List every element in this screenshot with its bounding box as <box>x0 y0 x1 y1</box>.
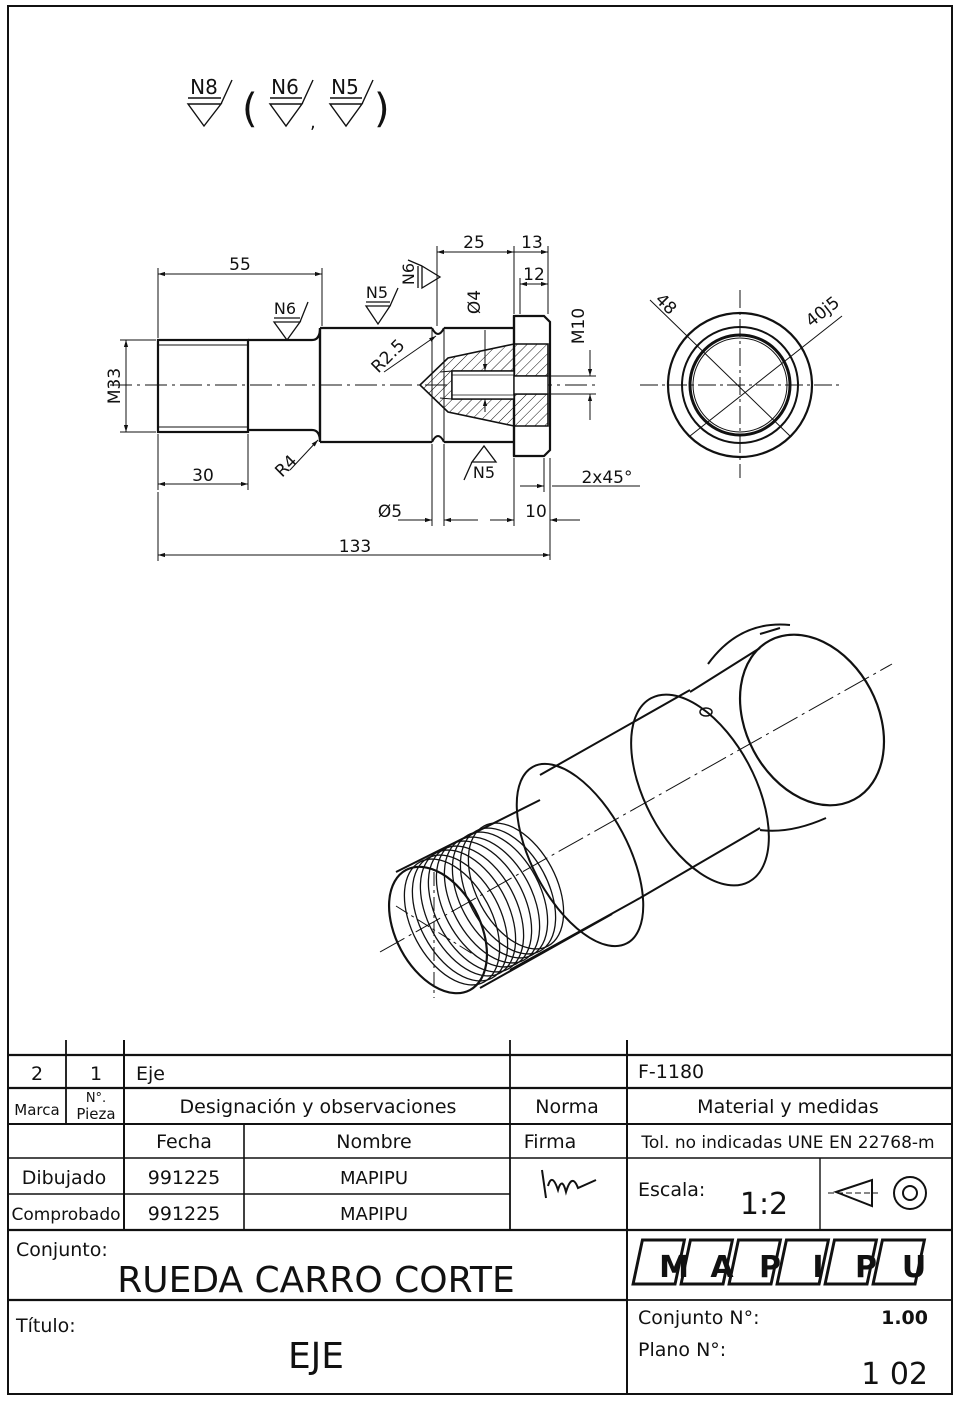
designacion-header: Designación y observaciones <box>180 1096 457 1118</box>
sheet-border <box>7 5 953 1395</box>
dim-r4: R4 <box>271 451 301 481</box>
signature <box>541 1169 597 1199</box>
logo-letter-4: I <box>812 1250 823 1285</box>
titulo-label: Título: <box>15 1315 76 1337</box>
finish-n6-label: N6 <box>271 75 299 99</box>
dibujado-label: Dibujado <box>22 1167 107 1189</box>
marca-header: Marca <box>14 1101 59 1119</box>
dim-m33: M33 <box>105 368 125 404</box>
conjunto-label: Conjunto: <box>16 1239 108 1261</box>
front-view-labels: 55 25 13 12 M33 M10 Ø4 R2.5 R4 30 Ø5 10 … <box>105 233 633 557</box>
dim-phi5: Ø5 <box>378 502 402 522</box>
dim-chamfer: 2x45° <box>581 468 632 488</box>
firma-header: Firma <box>524 1131 576 1153</box>
dim-133: 133 <box>339 537 371 557</box>
finish-close-paren: ) <box>374 86 390 132</box>
side-view <box>640 290 843 478</box>
dim-phi4: Ø4 <box>465 290 485 314</box>
logo-letter-3: P <box>759 1250 781 1285</box>
comprobado-nombre: MAPIPU <box>340 1204 408 1225</box>
title-block <box>8 1040 952 1394</box>
material-header: Material y medidas <box>697 1096 879 1118</box>
dim-30: 30 <box>192 466 214 486</box>
dim-12: 12 <box>523 265 545 285</box>
escala-label: Escala: <box>638 1179 705 1201</box>
logo-letter-1: M <box>659 1250 689 1285</box>
pieza-header-a: N°. <box>86 1091 106 1106</box>
finish-n6-front: N6 <box>274 299 296 318</box>
designacion-value: Eje <box>136 1063 165 1085</box>
dim-40j5: 40j5 <box>802 293 844 332</box>
dim-10: 10 <box>525 502 547 522</box>
finish-n6-top: N6 <box>399 263 418 285</box>
dim-48: 48 <box>651 290 680 319</box>
dibujado-fecha: 991225 <box>148 1167 221 1189</box>
titulo-value: EJE <box>288 1336 344 1377</box>
dim-55: 55 <box>229 255 251 275</box>
escala-value: 1:2 <box>740 1187 788 1222</box>
conjunto-num-label: Conjunto N°: <box>638 1307 760 1329</box>
front-view-dimensions <box>120 246 640 561</box>
dim-13: 13 <box>521 233 543 253</box>
dibujado-nombre: MAPIPU <box>340 1168 408 1189</box>
conjunto-value: RUEDA CARRO CORTE <box>117 1260 514 1301</box>
plano-label: Plano N°: <box>638 1339 726 1361</box>
fecha-header: Fecha <box>156 1131 212 1153</box>
pieza-header-b: Pieza <box>76 1105 115 1123</box>
logo-letter-5: P <box>855 1250 877 1285</box>
comprobado-fecha: 991225 <box>148 1203 221 1225</box>
pieza-value: 1 <box>90 1063 102 1085</box>
surface-finish-general: N8 ( N6 , N5 ) <box>186 75 390 133</box>
logo-letter-6: U <box>902 1250 926 1285</box>
finish-n5-front: N5 <box>366 283 388 302</box>
logo-letter-2: A <box>710 1250 734 1285</box>
conjunto-num-value: 1.00 <box>881 1307 928 1329</box>
dim-25: 25 <box>463 233 485 253</box>
plano-value: 1 02 <box>861 1357 928 1392</box>
nombre-header: Nombre <box>336 1131 412 1153</box>
finish-n8-label: N8 <box>190 75 218 99</box>
mapipu-logo: M A P I P U <box>631 1238 927 1286</box>
dim-m10: M10 <box>569 308 589 344</box>
isometric-view <box>379 623 893 998</box>
finish-open-paren: ( <box>242 86 258 132</box>
comprobado-label: Comprobado <box>11 1205 120 1225</box>
title-block-text: 2 1 Eje F-1180 Marca N°. Pieza Designaci… <box>11 1061 934 1392</box>
finish-n5-bottom: N5 <box>473 463 495 482</box>
tolerancias-note: Tol. no indicadas UNE EN 22768-m <box>640 1133 934 1153</box>
front-view <box>110 314 600 458</box>
material-value: F-1180 <box>638 1061 704 1083</box>
marca-value: 2 <box>31 1063 43 1085</box>
dim-r25: R2.5 <box>368 336 410 378</box>
norma-header: Norma <box>535 1096 598 1118</box>
finish-comma: , <box>310 112 316 133</box>
finish-n5-label: N5 <box>331 75 359 99</box>
